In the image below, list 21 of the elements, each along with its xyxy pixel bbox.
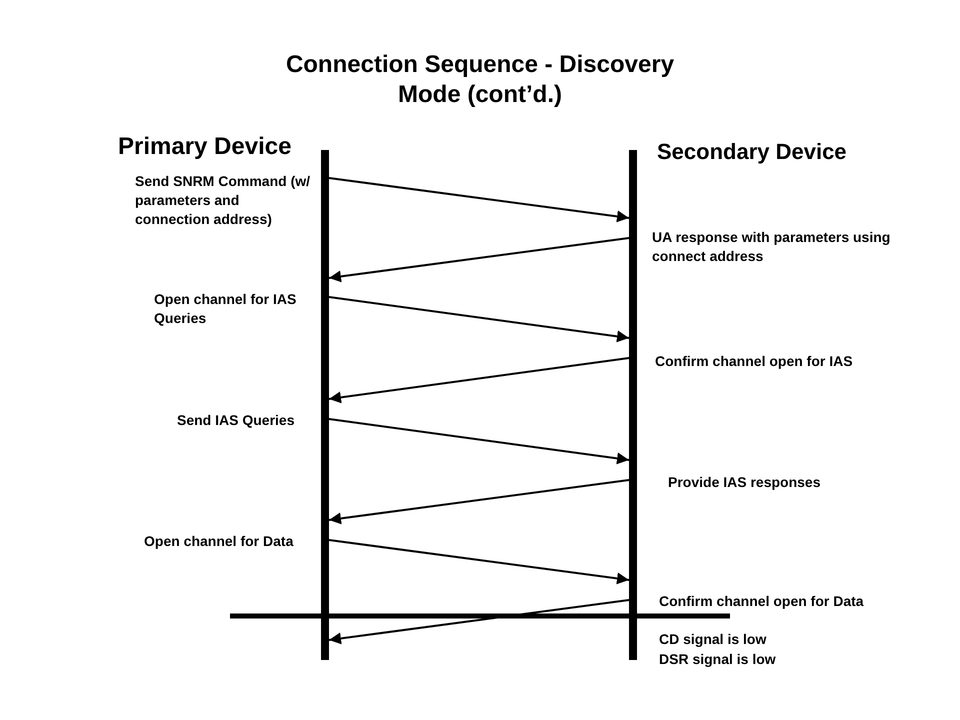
message-arrow <box>328 177 630 222</box>
lifeline-heading: Primary Device <box>118 133 292 161</box>
title: Connection Sequence - Discovery Mode (cont’d.) <box>284 50 676 110</box>
status-note: CD signal is low <box>659 630 768 649</box>
message-arrow <box>328 296 630 342</box>
message-arrow <box>328 539 630 584</box>
message-arrow <box>328 357 630 404</box>
message-label: Send IAS Queries <box>177 411 296 430</box>
message-label: Provide IAS responses <box>668 473 822 492</box>
message-label: UA response with parameters using connect address <box>652 228 892 266</box>
message-label: Open channel for IAS Queries <box>154 290 298 328</box>
message-arrow <box>328 599 630 644</box>
status-note: DSR signal is low <box>659 650 777 669</box>
message-label: Confirm channel open for IAS <box>655 352 854 371</box>
message-label: Confirm channel open for Data <box>659 592 865 611</box>
message-arrow <box>328 418 630 464</box>
lifeline-heading: Secondary Device <box>657 139 847 165</box>
message-label: Open channel for Data <box>144 532 294 551</box>
message-arrow <box>328 237 630 282</box>
message-arrow <box>328 479 630 524</box>
message-label: Send SNRM Command (w/ parameters and connection address) <box>135 172 312 229</box>
